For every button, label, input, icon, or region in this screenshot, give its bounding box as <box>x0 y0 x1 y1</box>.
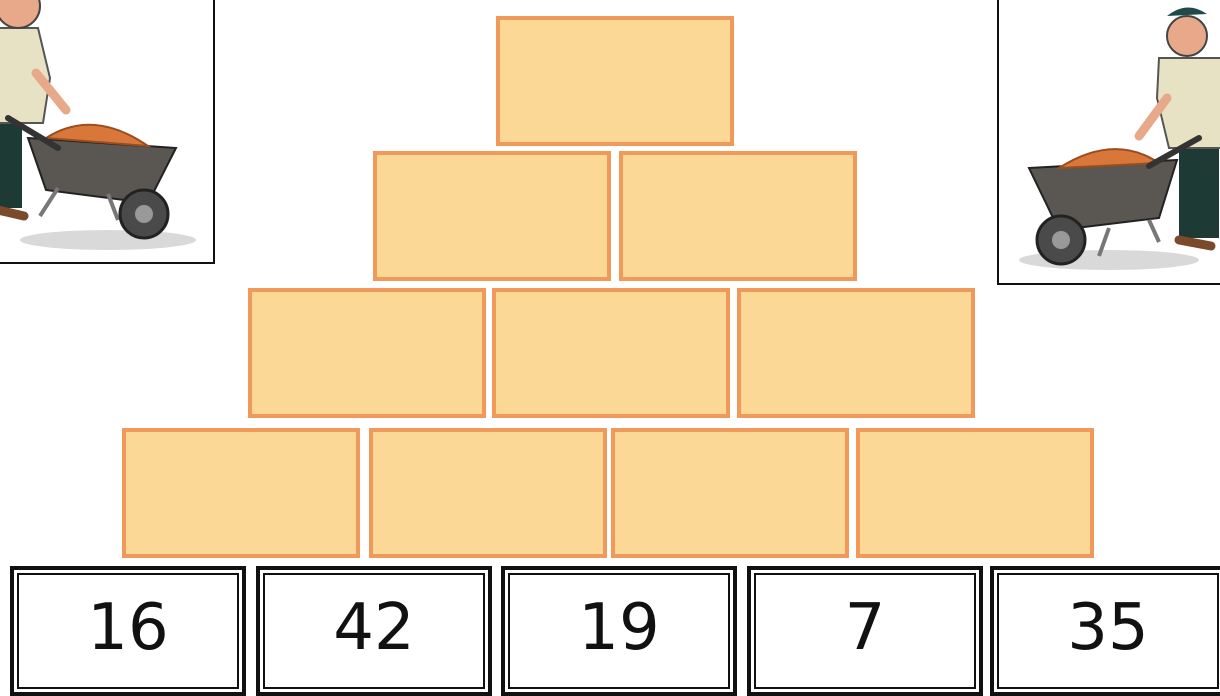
worker-wheelbarrow-illustration-left <box>0 0 215 264</box>
number-card[interactable]: 19 <box>501 566 737 696</box>
number-card[interactable]: 7 <box>747 566 983 696</box>
number-card-value: 42 <box>333 596 414 660</box>
pyramid-brick-r4-c4[interactable] <box>856 428 1094 558</box>
pyramid-brick-r4-c3[interactable] <box>611 428 849 558</box>
number-card-value: 7 <box>845 596 886 660</box>
pyramid-brick-r4-c1[interactable] <box>122 428 360 558</box>
wheelbarrow-worker-icon <box>0 0 215 264</box>
number-card[interactable]: 16 <box>10 566 246 696</box>
number-card-value: 16 <box>87 596 168 660</box>
number-card-value: 35 <box>1067 596 1148 660</box>
number-card-value: 19 <box>578 596 659 660</box>
pyramid-brick-r3-c2[interactable] <box>492 288 730 418</box>
pyramid-brick-r1-c1[interactable] <box>496 16 734 146</box>
pyramid-brick-r3-c3[interactable] <box>737 288 975 418</box>
wheelbarrow-worker-icon <box>999 0 1220 285</box>
pyramid-brick-r3-c1[interactable] <box>248 288 486 418</box>
worker-wheelbarrow-illustration-right <box>997 0 1220 285</box>
number-card[interactable]: 35 <box>990 566 1220 696</box>
pyramid-brick-r4-c2[interactable] <box>369 428 607 558</box>
number-card[interactable]: 42 <box>256 566 492 696</box>
pyramid-brick-r2-c2[interactable] <box>619 151 857 281</box>
pyramid-brick-r2-c1[interactable] <box>373 151 611 281</box>
